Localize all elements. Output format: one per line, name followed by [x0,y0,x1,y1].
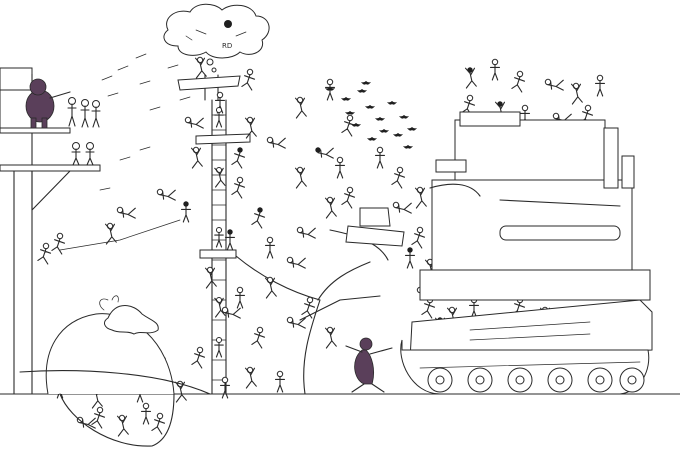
cloud-text: RD [222,42,232,50]
crowd-person [341,114,356,137]
crowd-person [244,366,257,389]
bird-icon [379,129,389,133]
airborne-figures [51,206,337,349]
crowd-person [219,376,231,399]
ladder-climbers [214,106,226,358]
thought-cloud: RD [163,3,270,73]
crowd-person [264,276,277,299]
crowd-person [91,406,106,429]
central-tree-tower [59,74,389,395]
crowd-person [296,226,316,239]
bird-icon [357,89,367,93]
crowd-person [214,106,224,128]
crowd-person [494,101,507,123]
bird-icon [361,81,371,85]
bird-icon [387,101,397,105]
crowd-person [579,104,594,127]
crowd-person [404,247,416,269]
crowd-person [221,306,241,319]
crowd-person [341,186,356,209]
bird-icon [351,123,361,127]
crowd-person [544,78,564,91]
bird-icon [367,137,377,141]
crowd-person [315,147,334,159]
crowd-person [76,416,96,429]
crowd-person [214,226,224,248]
crowd-person [294,96,307,119]
tank-wheels [427,367,645,393]
tower-watcher-figure [25,78,71,129]
crowd-person [286,316,306,329]
crowd-person [391,166,406,189]
crowd-person [37,242,52,265]
bird-flock [325,81,417,149]
crowd-person [184,116,204,129]
bird-icon [407,127,417,131]
crowd-person [414,186,427,209]
crowd-person [274,370,286,393]
crowd-person [104,222,117,245]
crowd-person [411,226,426,249]
crowd-person [519,104,531,127]
crowd-person [180,201,192,223]
crowd-person [286,256,306,269]
crowd-person [116,206,136,219]
bird-icon [345,111,355,115]
crowd-person [266,136,286,149]
crowd-person [234,286,246,309]
crowd-person [511,70,526,93]
crowd-person [151,412,166,435]
crowd-person [392,201,412,214]
flying-arrows [99,53,191,191]
crowd-person [214,296,226,318]
tank-machine [299,111,653,395]
dancing-purple-figure [345,337,393,393]
crowd-person [204,266,217,289]
crowd-person [231,176,246,199]
bird-icon [375,117,385,121]
crowd-person [294,166,307,189]
crowd-person [489,58,501,81]
crowd-person [214,91,226,114]
crowd-person [241,68,256,91]
crowd-person [570,82,583,105]
bird-icon [399,115,409,119]
unicorn-icon [104,305,159,335]
crowd-person [301,296,316,319]
crowd-person [140,402,152,425]
bird-icon [393,133,403,137]
crowd-person [334,156,346,179]
crowd-person [594,74,606,97]
crowd-person [51,232,66,255]
bird-icon [341,97,351,101]
crowd-person [116,414,129,437]
crowd-person [214,336,224,358]
crowd-person [464,67,477,89]
crowd-person [191,346,206,369]
crowd-person [156,188,176,201]
crowd-person [324,196,337,219]
crowd-person [244,116,257,139]
crowd-person [251,207,266,229]
crowd-person [190,146,203,169]
crowd-person [264,236,276,259]
crowd-person [324,326,337,349]
crowd-person [231,147,246,169]
crowd-person [461,94,476,117]
left-dome [19,295,211,447]
bird-icon [325,87,335,91]
crowd-person [374,146,386,169]
bird-icon [403,145,413,149]
crowd-person [214,166,226,188]
crowd-person [194,56,207,79]
crowd-person [251,326,266,349]
bird-icon [365,105,375,109]
crowd-person [224,229,236,251]
crowd-person [446,306,459,329]
balcony-crowd [67,97,101,166]
